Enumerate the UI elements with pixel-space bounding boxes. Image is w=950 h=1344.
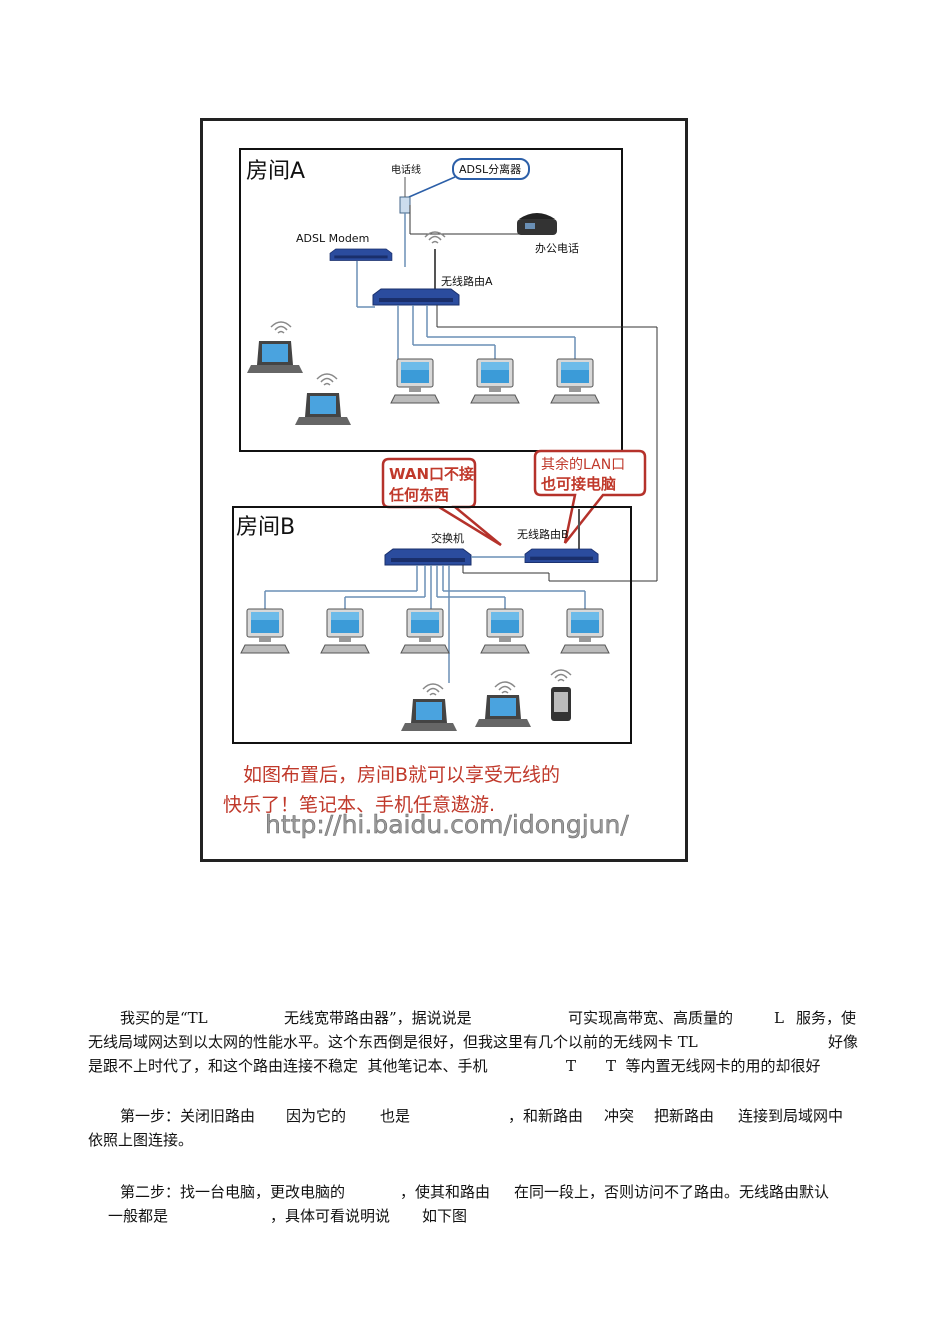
p2-l1-g: 连接到局域网中 <box>738 1107 844 1125</box>
p1-l3-c: T 等内置无线网卡的用的却很好 <box>606 1057 821 1075</box>
router-a-label: 无线路由A <box>441 274 493 288</box>
router-a-icon <box>372 288 460 306</box>
p3-l2-b: ，具体可看说明说 <box>270 1207 391 1225</box>
p1-l1-d: L <box>774 1009 784 1027</box>
p2-l1-e: 冲突 <box>604 1107 635 1125</box>
mobile-phone-icon <box>551 687 571 721</box>
splitter-box <box>399 196 411 214</box>
room-a-box <box>239 148 623 452</box>
caption-line-1: 如图布置后，房间B就可以享受无线的 <box>243 764 560 786</box>
p3-l1-a: 第二步：找一台电脑，更改电脑的 <box>120 1183 346 1201</box>
network-diagram: 房间A 电话线 ADSL分离器 办公电话 ADSL Modem 无线路由A <box>223 148 658 839</box>
caption-line-2: 快乐了！笔记本、手机任意遨游. <box>223 794 495 816</box>
pc-a1-icon <box>390 358 440 404</box>
pc-b2-icon <box>320 608 370 654</box>
callout-lan-line1: 其余的LAN口 <box>541 456 625 473</box>
laptop-b1-icon <box>401 699 457 731</box>
p1-l2-b: 好像 <box>828 1033 859 1051</box>
room-a-title: 房间A <box>246 159 305 184</box>
router-b-icon <box>524 548 599 564</box>
room-b-box <box>232 506 632 744</box>
switch-label: 交换机 <box>431 531 464 545</box>
p3-l2-a: 一般都是 <box>108 1207 169 1225</box>
adsl-splitter-label: ADSL分离器 <box>459 162 521 176</box>
p2-l1-a: 第一步：关闭旧路由 <box>120 1107 256 1125</box>
pc-b1-icon <box>240 608 290 654</box>
laptop-a2-icon <box>295 393 351 425</box>
watermark: http://hi.baidu.com/idongjun/ <box>265 810 629 839</box>
adsl-modem-label: ADSL Modem <box>296 232 369 245</box>
p3-l2-c: 如下图 <box>422 1207 468 1225</box>
callout-wan: WAN口不接 任何东西 <box>381 457 502 547</box>
adsl-modem-icon <box>329 248 393 261</box>
pc-a2-icon <box>470 358 520 404</box>
p2-l1-d: ，和新路由 <box>508 1107 584 1125</box>
room-b-title: 房间B <box>236 515 295 540</box>
p1-l1-a: 我买的是“TL <box>120 1009 208 1027</box>
callout-wan-line2: 任何东西 <box>388 486 449 504</box>
p1-l1-b: 无线宽带路由器”，据说说是 <box>284 1009 472 1027</box>
pc-b5-icon <box>560 608 610 654</box>
p2-l1-c: 也是 <box>380 1107 411 1125</box>
pc-b4-icon <box>480 608 530 654</box>
p1-l2: 无线局域网达到以太网的性能水平。这个东西倒是很好，但我这里有几个以前的无线网卡 … <box>88 1033 698 1051</box>
switch-icon <box>384 548 472 566</box>
laptop-a1-icon <box>247 341 303 373</box>
p1-l3-b: T <box>566 1057 577 1075</box>
pc-a3-icon <box>550 358 600 404</box>
p1-l1-e: 服务，使 <box>796 1009 857 1027</box>
callout-lan: 其余的LAN口 也可接电脑 <box>533 449 647 544</box>
router-b-label: 无线路由B <box>517 527 569 541</box>
p3-l1-c: 在同一段上，否则访问不了路由。无线路由默认 <box>514 1183 830 1201</box>
p2-l1-b: 因为它的 <box>286 1107 347 1125</box>
pc-b3-icon <box>400 608 450 654</box>
p3-l1-b: ，使其和路由 <box>400 1183 491 1201</box>
office-phone-icon <box>517 213 557 235</box>
p2-l2: 依照上图连接。 <box>88 1131 194 1149</box>
callout-wan-line1: WAN口不接 <box>389 465 474 483</box>
network-diagram-figure: 房间A 电话线 ADSL分离器 办公电话 ADSL Modem 无线路由A <box>200 118 688 862</box>
adsl-splitter-callout <box>452 158 530 180</box>
p1-l1-c: 可实现高带宽、高质量的 <box>568 1009 734 1027</box>
p2-l1-f: 把新路由 <box>654 1107 715 1125</box>
p1-l3-a: 是跟不上时代了，和这个路由连接不稳定 其他笔记本、手机 <box>88 1057 488 1075</box>
phone-line-label: 电话线 <box>391 163 421 176</box>
callout-lan-line2: 也可接电脑 <box>541 475 616 493</box>
office-phone-label: 办公电话 <box>535 242 579 255</box>
laptop-b2-icon <box>475 695 531 727</box>
